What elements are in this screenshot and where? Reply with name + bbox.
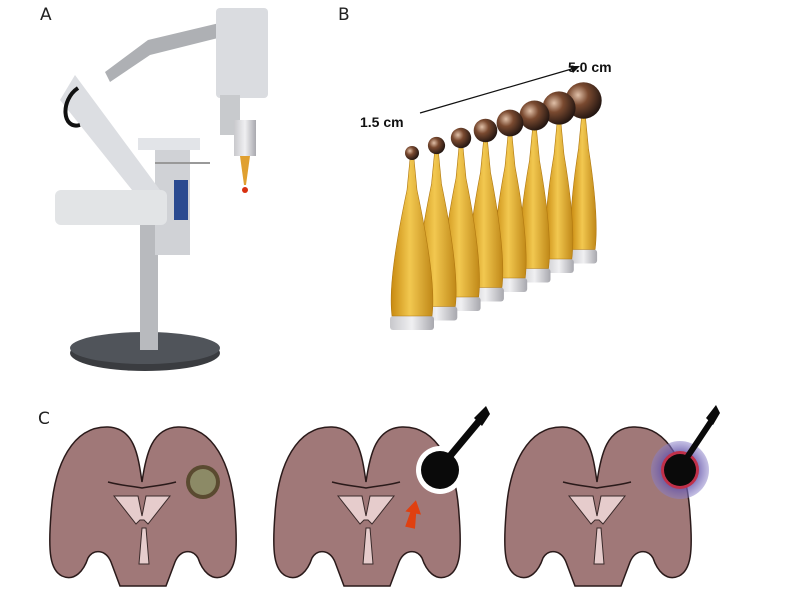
max-size-label: 5.0 cm bbox=[568, 59, 612, 75]
red-arrow-icon bbox=[405, 500, 422, 529]
applicator-bottle bbox=[542, 91, 576, 273]
ablation-sphere bbox=[427, 136, 446, 155]
panel-b-label: B bbox=[338, 5, 350, 25]
bottle-body bbox=[390, 158, 434, 317]
bottle-base bbox=[569, 249, 598, 264]
ablation-sphere bbox=[473, 118, 498, 143]
bottle-base bbox=[544, 259, 574, 273]
ablation-sphere bbox=[542, 91, 576, 125]
ablation-sphere bbox=[450, 127, 472, 149]
brain-tumor-diagram bbox=[49, 426, 237, 587]
ablation-sphere bbox=[496, 109, 524, 137]
applicator-bottles bbox=[390, 82, 602, 330]
bottle-body bbox=[570, 117, 597, 250]
applicator-bottle bbox=[390, 146, 434, 330]
applicator-bottle bbox=[518, 100, 551, 283]
min-size-label: 1.5 cm bbox=[360, 114, 404, 130]
brain-ablation-result-diagram bbox=[504, 405, 720, 587]
ablation-sphere bbox=[405, 146, 419, 160]
bottle-base bbox=[390, 316, 434, 330]
bottle-body bbox=[519, 129, 550, 269]
panel-a-label: A bbox=[40, 5, 52, 25]
applicator-bottle bbox=[565, 82, 602, 264]
size-arrow bbox=[419, 66, 580, 114]
bottle-base bbox=[518, 268, 551, 283]
stereotactic-robot-photo bbox=[55, 8, 268, 371]
panel-c-label: C bbox=[38, 409, 50, 429]
brain-ablation-diagram bbox=[273, 406, 490, 587]
bottle-body bbox=[544, 123, 574, 260]
tumor-lesion bbox=[190, 469, 216, 495]
ablation-sphere bbox=[519, 100, 550, 131]
